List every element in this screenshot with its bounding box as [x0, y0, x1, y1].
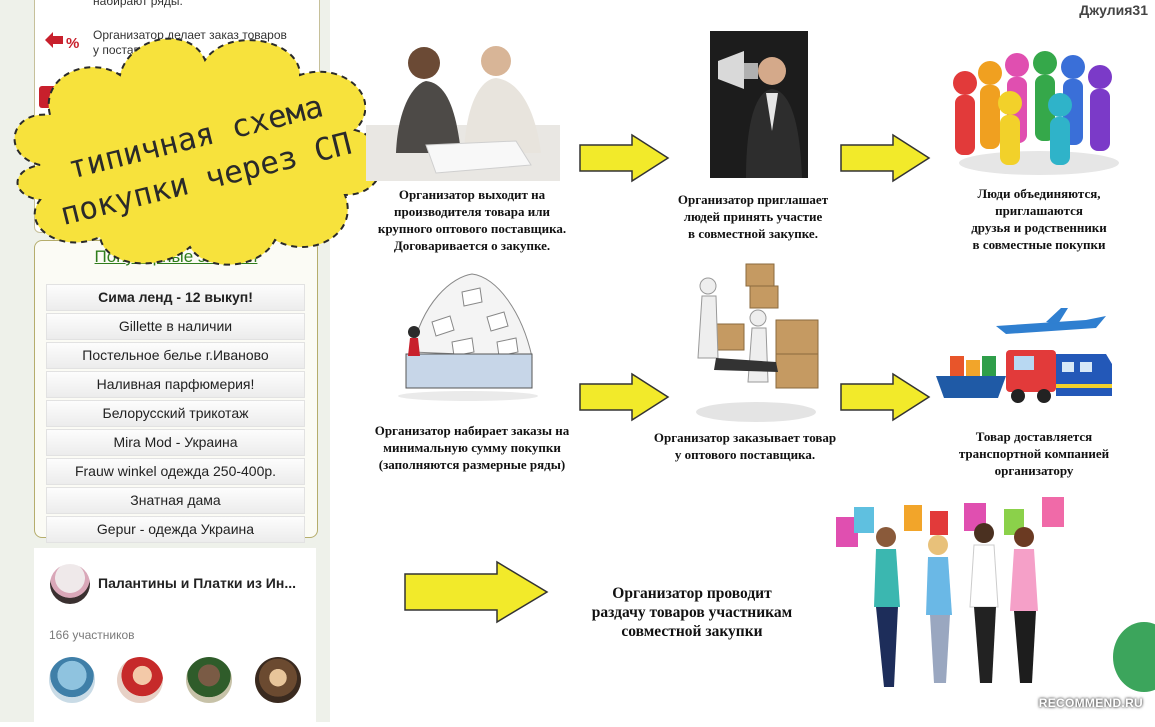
arrow-right-icon — [840, 133, 931, 183]
username[interactable]: Джулия31 — [1079, 2, 1148, 18]
watermark-text: RECOMMEND.RU — [1038, 696, 1143, 710]
shopping-women-image — [836, 497, 1064, 687]
floating-action-button[interactable] — [1113, 622, 1155, 692]
popular-item[interactable]: Знатная дама — [46, 487, 305, 514]
popular-item[interactable]: Gepur - одежда Украина — [46, 516, 305, 543]
step-caption-1: Организатор выходит на производителя тов… — [377, 187, 567, 253]
members-avatars — [49, 657, 309, 727]
arrow-right-icon — [579, 133, 670, 183]
transport-image — [936, 308, 1112, 403]
step-caption-7: Организатор проводит раздачу товаров уча… — [591, 585, 793, 640]
popular-item[interactable]: Frauw winkel одежда 250-400р. — [46, 458, 305, 485]
step-caption-5: Организатор заказывает товар у оптового … — [653, 430, 837, 462]
info-text-1: набирают ряды. — [93, 0, 183, 8]
step-caption-4: Организатор набирает заказы на минимальн… — [374, 423, 570, 472]
info-text-2: Организатор делает заказ товаров — [93, 28, 287, 42]
popular-item[interactable]: Белорусский трикотаж — [46, 400, 305, 427]
popular-item[interactable]: Постельное белье г.Иваново — [46, 342, 305, 369]
popular-item[interactable]: Mira Mod - Украина — [46, 429, 305, 456]
popular-item[interactable]: Gillette в наличии — [46, 313, 305, 340]
popular-item[interactable]: Сима ленд - 12 выкуп! — [46, 284, 305, 311]
popular-purchases-box: Популярные закупки Сима ленд - 12 выкуп!… — [34, 240, 318, 543]
megaphone-man-image — [710, 31, 808, 178]
group-avatar[interactable] — [50, 564, 90, 604]
cloud-label-shape: типичная схема покупки через СП — [13, 37, 383, 266]
arrow-right-icon — [404, 560, 549, 624]
group-card: Палантины и Платки из Ин... 166 участник… — [34, 548, 316, 722]
people-circle-image — [953, 51, 1119, 175]
popular-list: Сима ленд - 12 выкуп! Gillette в наличии… — [46, 284, 305, 545]
step-caption-6: Товар доставляется транспортной компание… — [958, 429, 1110, 478]
members-count[interactable]: 166 участников — [49, 628, 135, 642]
percent-tag-icon: % — [45, 32, 79, 52]
popular-item[interactable]: Наливная парфюмерия! — [46, 371, 305, 398]
member-avatar[interactable] — [255, 657, 301, 703]
member-avatar[interactable] — [117, 657, 163, 703]
group-name[interactable]: Палантины и Платки из Ин... — [98, 575, 296, 591]
business-meeting-image — [366, 33, 560, 181]
svg-text:%: % — [66, 35, 79, 52]
step-caption-3: Люди объединяются, приглашаются друзья и… — [971, 186, 1107, 252]
arrow-right-icon — [840, 372, 931, 422]
arrow-right-icon — [579, 372, 670, 422]
boxes-figures-image — [696, 263, 819, 422]
step-caption-2: Организатор приглашает людей принять уча… — [677, 192, 829, 241]
member-avatar[interactable] — [49, 657, 95, 703]
paper-pile-image — [398, 273, 538, 401]
member-avatar[interactable] — [186, 657, 232, 703]
